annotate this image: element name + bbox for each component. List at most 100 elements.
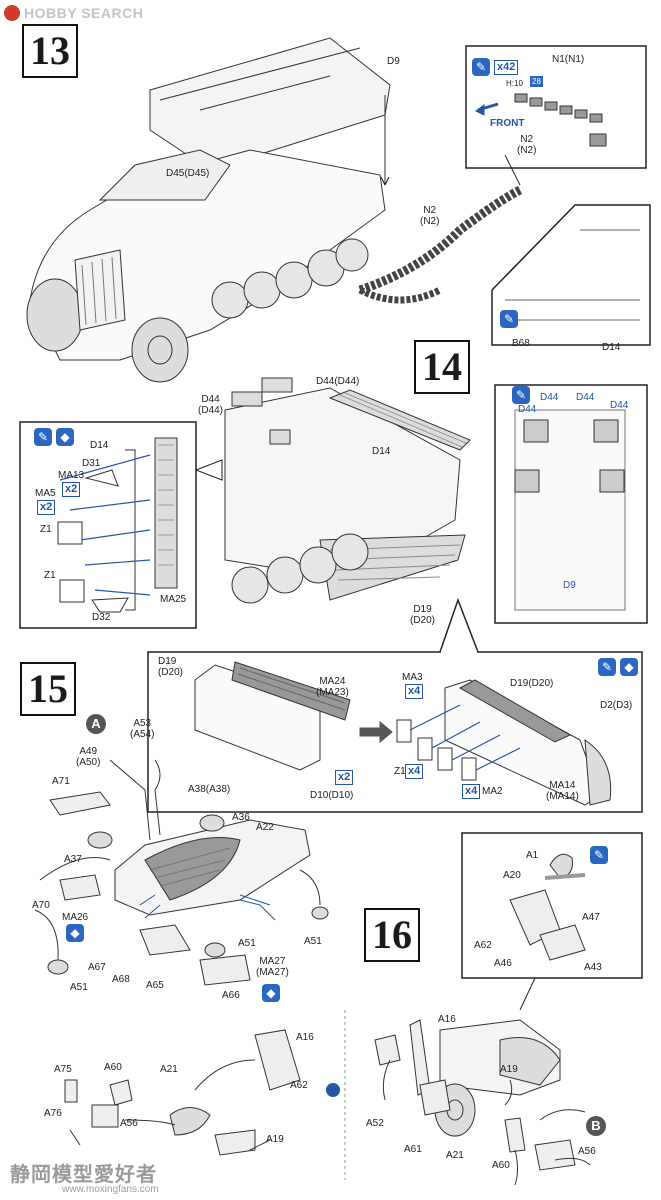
label-h10: H:10 xyxy=(506,79,523,88)
label-d19-d20-rail: D19 (D20) xyxy=(158,656,184,678)
mult-ma3: x4 xyxy=(405,684,424,699)
mult-z1: x4 xyxy=(405,764,424,779)
header-logo: HOBBY SEARCH xyxy=(4,4,143,22)
label-n2-inset: N2 (N2) xyxy=(517,134,537,156)
label-a20: A20 xyxy=(503,870,521,881)
label-a21-left: A21 xyxy=(160,1064,178,1075)
logo-text: HOBBY SEARCH xyxy=(24,5,144,21)
label-a51-right: A51 xyxy=(304,936,322,947)
label-d45: D45(D45) xyxy=(166,168,210,179)
label-a62-inset: A62 xyxy=(474,940,492,951)
label-ma26: MA26 xyxy=(62,912,89,923)
label-z1-upper: Z1 xyxy=(40,524,52,535)
label-d32: D32 xyxy=(92,612,111,623)
label-a19-right: A19 xyxy=(500,1064,518,1075)
label-d44-a: D44 xyxy=(540,392,559,403)
label-a60-right: A60 xyxy=(492,1160,510,1171)
glue-icon: ✎ xyxy=(598,658,616,676)
label-a22: A22 xyxy=(256,822,274,833)
label-a71: A71 xyxy=(52,776,70,787)
label-b68: B68 xyxy=(512,338,530,349)
label-a60-left: A60 xyxy=(104,1062,122,1073)
glue-icon: ✎ xyxy=(472,58,490,76)
label-a62-left: A62 xyxy=(290,1080,308,1091)
label-a37: A37 xyxy=(64,854,82,865)
label-d19-rail-right: D19(D20) xyxy=(510,678,554,689)
step-15-number: 15 xyxy=(20,662,76,716)
label-a56-right: A56 xyxy=(578,1146,596,1157)
mult-ma2: x4 xyxy=(462,784,481,799)
label-front: FRONT xyxy=(490,118,525,129)
label-a49: A49 (A50) xyxy=(76,746,101,768)
paint-drop-icon: ◆ xyxy=(56,428,74,446)
subassembly-b-marker: B xyxy=(586,1116,606,1136)
glue-icon: ✎ xyxy=(500,310,518,328)
label-ma13: MA13 xyxy=(58,470,85,481)
label-d14-mid: D14 xyxy=(372,446,391,457)
label-a61: A61 xyxy=(404,1144,422,1155)
label-a51-mid: A51 xyxy=(238,938,256,949)
label-ma27: MA27 (MA27) xyxy=(256,956,289,978)
label-d2-d3: D2(D3) xyxy=(600,700,633,711)
paint-drop-icon: ◆ xyxy=(620,658,638,676)
label-a36: A36 xyxy=(232,812,250,823)
label-z1-lower: Z1 xyxy=(44,570,56,581)
label-d14-top: D14 xyxy=(602,342,621,353)
label-z1: Z1 xyxy=(394,766,406,777)
label-a47: A47 xyxy=(582,912,600,923)
glue-icon: ✎ xyxy=(34,428,52,446)
label-d44-d: D44 xyxy=(610,400,629,411)
logo-icon xyxy=(4,5,20,21)
label-d9: D9 xyxy=(387,56,400,67)
label-a67: A67 xyxy=(88,962,106,973)
label-a38: A38(A38) xyxy=(188,784,231,795)
label-d10: D10(D10) xyxy=(310,790,354,801)
footer-watermark: 静岡模型愛好者 xyxy=(10,1164,157,1186)
label-d14: D14 xyxy=(90,440,109,451)
label-n1: N1(N1) xyxy=(552,54,585,65)
label-a68: A68 xyxy=(112,974,130,985)
label-a66: A66 xyxy=(222,990,240,1001)
label-n2-track: N2 (N2) xyxy=(420,205,440,227)
label-a75: A75 xyxy=(54,1064,72,1075)
label-a46: A46 xyxy=(494,958,512,969)
label-ma14: MA14 (MA14) xyxy=(546,780,579,802)
label-a43: A43 xyxy=(584,962,602,973)
label-ma5: MA5 xyxy=(35,488,56,499)
label-a16-left: A16 xyxy=(296,1032,314,1043)
label-d44-c: D44 xyxy=(518,404,537,415)
label-a56-left: A56 xyxy=(120,1118,138,1129)
label-ma24: MA24 (MA23) xyxy=(316,676,349,698)
label-a51-left: A51 xyxy=(70,982,88,993)
label-d19-d20: D19 (D20) xyxy=(410,604,436,626)
mult-ma13: x2 xyxy=(62,482,81,497)
footer-url: www.moxingfans.com xyxy=(62,1184,159,1195)
label-a65: A65 xyxy=(146,980,164,991)
label-ma3: MA3 xyxy=(402,672,423,683)
label-ma2: MA2 xyxy=(482,786,503,797)
mult-ma5: x2 xyxy=(37,500,56,515)
glue-icon: ✎ xyxy=(512,386,530,404)
label-a1: A1 xyxy=(526,850,539,861)
label-a19-left: A19 xyxy=(266,1134,284,1145)
label-a52: A52 xyxy=(366,1118,384,1129)
label-a21-right: A21 xyxy=(446,1150,464,1161)
paint-drop-icon: ◆ xyxy=(66,924,84,942)
step-16-number: 16 xyxy=(364,908,420,962)
badge-h10-number: 28 xyxy=(530,76,543,87)
step-13-number: 13 xyxy=(22,24,78,78)
subassembly-a-marker: A xyxy=(86,714,106,734)
label-d44-single: D44(D44) xyxy=(316,376,360,387)
label-a70: A70 xyxy=(32,900,50,911)
label-a16-right: A16 xyxy=(438,1014,456,1025)
label-d44-b: D44 xyxy=(576,392,595,403)
step-14-number: 14 xyxy=(414,340,470,394)
label-d31: D31 xyxy=(82,458,101,469)
paint-drop-icon: ◆ xyxy=(262,984,280,1002)
glue-icon: ✎ xyxy=(590,846,608,864)
mult-x42: x42 xyxy=(494,60,519,75)
label-d9-chassis: D9 xyxy=(563,580,576,591)
label-a53: A53 (A54) xyxy=(130,718,155,740)
label-ma25: MA25 xyxy=(160,594,187,605)
